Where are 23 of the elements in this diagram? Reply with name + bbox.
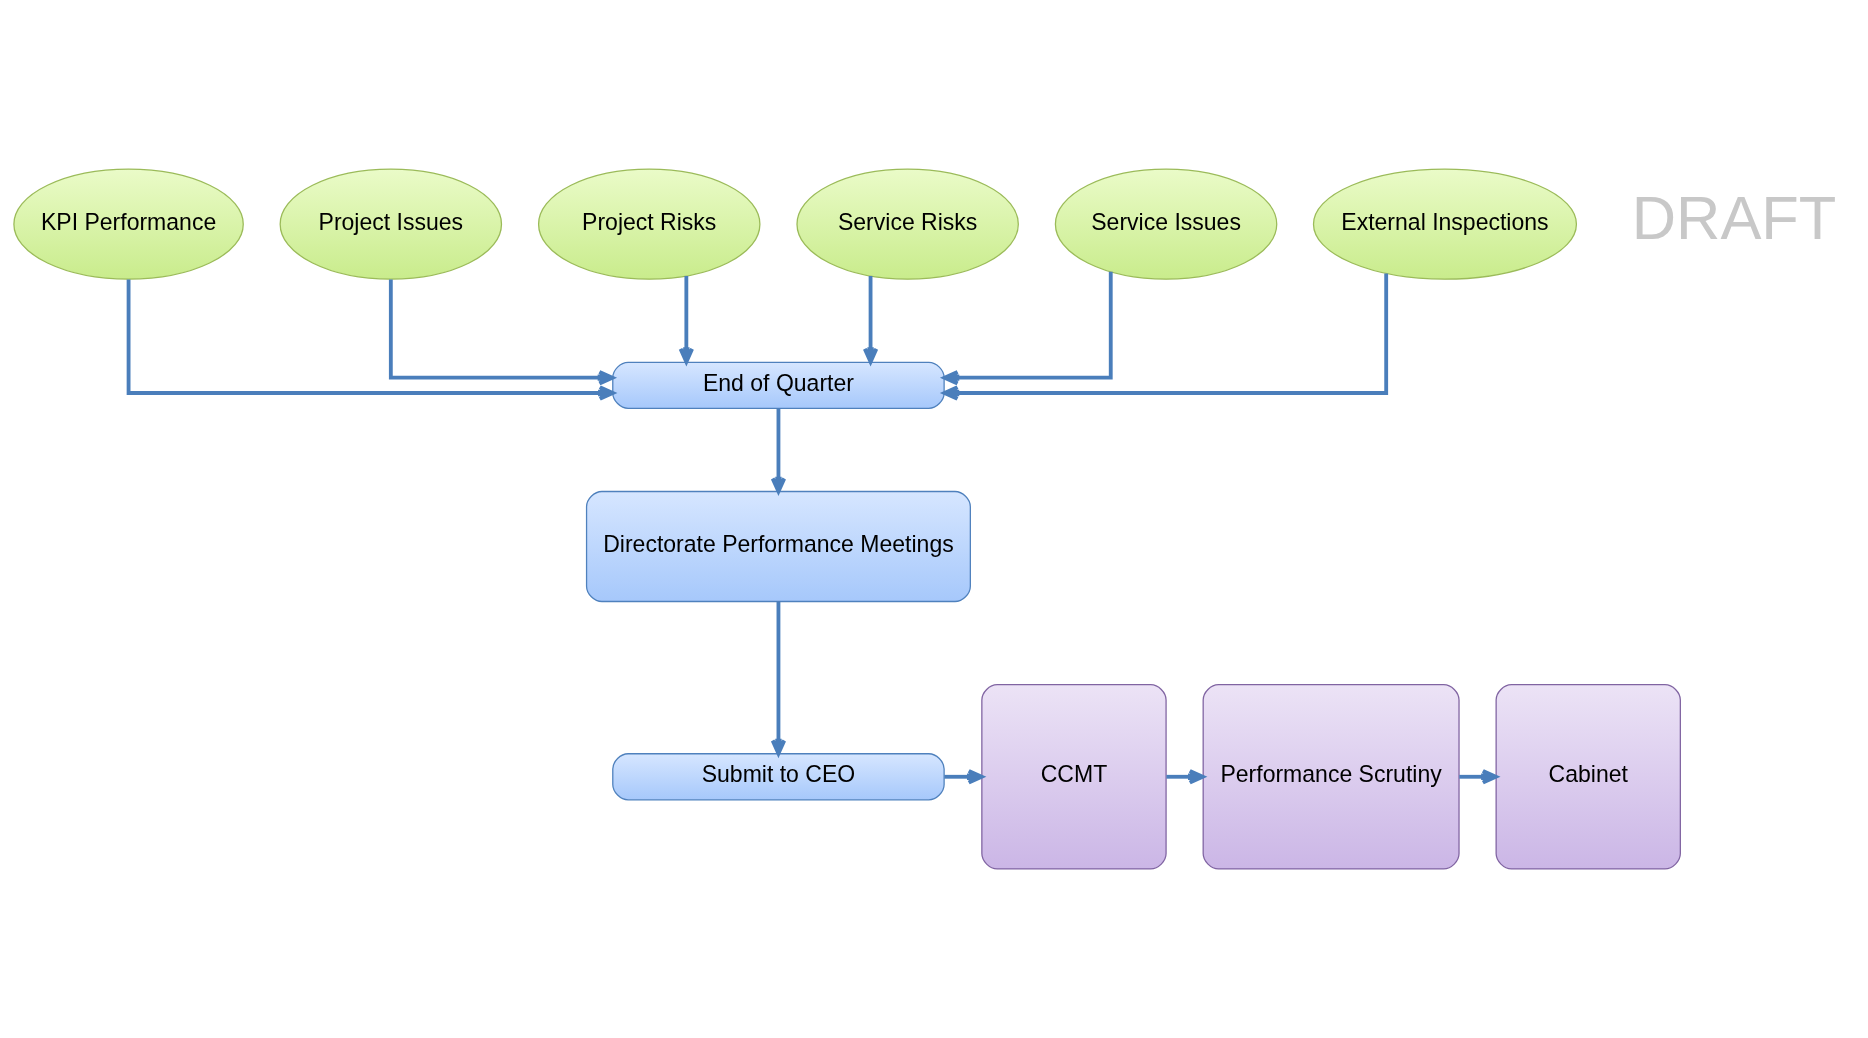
node-box: CCMT <box>981 684 1167 870</box>
arrow <box>770 601 787 756</box>
node-ellipse: Project Risks <box>537 168 761 280</box>
arrow <box>944 769 984 785</box>
arrow <box>678 276 694 364</box>
arrow <box>942 273 1389 401</box>
node-ellipse: KPI Performance <box>13 168 244 280</box>
node-box: Submit to CEO <box>612 753 945 801</box>
node-ellipse: Project Issues <box>279 168 503 280</box>
node-box: Cabinet <box>1495 684 1681 870</box>
node-ellipse: External Inspections <box>1312 168 1578 280</box>
node-ellipse: Service Risks <box>796 168 1019 280</box>
node-box: End of Quarter <box>612 361 945 409</box>
arrow <box>942 271 1113 386</box>
arrow <box>770 408 787 494</box>
arrow <box>388 279 615 386</box>
node-ellipse: Service Issues <box>1054 168 1278 280</box>
arrow <box>1459 769 1498 785</box>
arrow <box>126 279 615 401</box>
arrow <box>1166 769 1205 785</box>
arrow <box>862 276 879 364</box>
node-box: Performance Scrutiny <box>1202 684 1460 870</box>
node-box: Directorate Performance Meetings <box>585 490 971 603</box>
